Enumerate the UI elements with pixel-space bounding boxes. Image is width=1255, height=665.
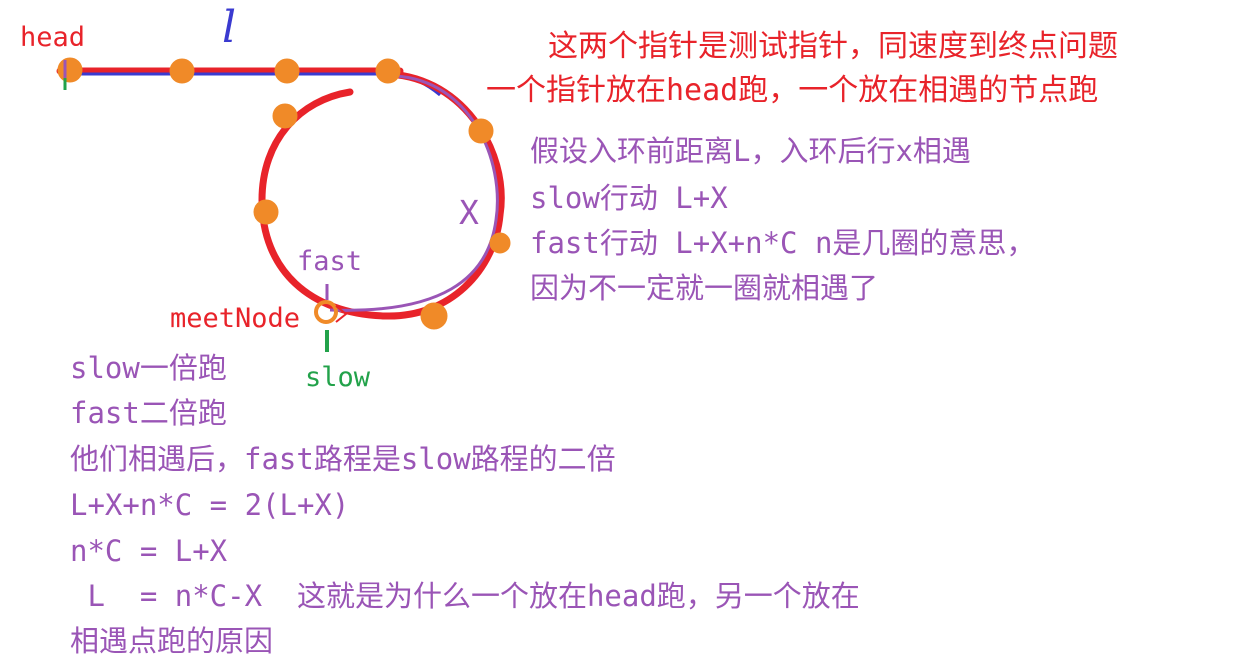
note-right-line-1: 假设入环前距离L，入环后行x相遇	[530, 134, 971, 168]
note-right-line-3: fast行动 L+X+n*C n是几圈的意思，	[530, 226, 1036, 260]
head-label: head	[20, 22, 86, 53]
note-top-line-2: 一个指针放在head跑，一个放在相遇的节点跑	[486, 73, 1099, 108]
meet-node-label: meetNode	[170, 303, 301, 334]
note-top-line-1: 这两个指针是测试指针，同速度到终点问题	[548, 29, 1118, 64]
meet-node-dot	[314, 300, 338, 324]
note-bottom-line-5: n*C = L+X	[70, 534, 228, 568]
node-dot	[169, 58, 195, 84]
node-dot	[375, 58, 401, 84]
note-bottom-line-1: slow一倍跑	[70, 351, 227, 385]
note-right-line-4: 因为不一定就一圈就相遇了	[530, 271, 879, 305]
note-bottom-line-6: L = n*C-X 这就是为什么一个放在head跑，另一个放在	[70, 579, 860, 613]
node-dot	[468, 118, 494, 144]
node-dot	[272, 103, 298, 129]
node-dot	[420, 302, 448, 330]
meet-path	[329, 74, 499, 312]
list-nodes	[57, 57, 511, 330]
node-dot	[274, 58, 300, 84]
note-bottom-line-7: 相遇点跑的原因	[70, 624, 274, 658]
node-dot	[57, 57, 83, 83]
note-bottom-line-4: L+X+n*C = 2(L+X)	[70, 488, 350, 522]
node-dot	[489, 232, 511, 254]
note-right-line-2: slow行动 L+X	[530, 181, 728, 215]
fast-label: fast	[297, 246, 363, 277]
note-bottom-line-2: fast二倍跑	[70, 396, 227, 430]
l-distance-label: l	[222, 2, 237, 53]
meet-node-arrow	[335, 305, 348, 323]
slow-label: slow	[305, 362, 371, 393]
x-distance-label: X	[459, 193, 479, 232]
node-dot	[253, 199, 279, 225]
note-bottom-line-3: 他们相遇后，fast路程是slow路程的二倍	[70, 442, 616, 476]
